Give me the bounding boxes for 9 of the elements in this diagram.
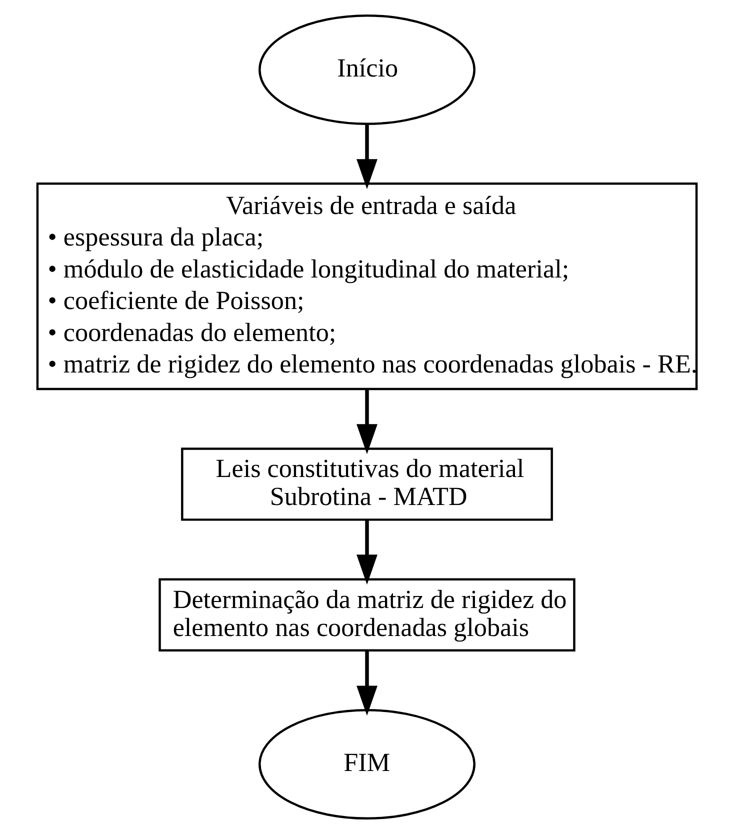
node-ellipse: Início	[258, 14, 475, 125]
arrow	[356, 520, 377, 585]
node-box: Variáveis de entrada e saída • espessura da placa; • módulo de elasticidade longitudinal do material; • coeficiente de Poisson; • coordenadas do elemento; • matriz de rigidez do elemento nas coordenadas globais - RE.	[36, 182, 698, 390]
arrow	[356, 124, 377, 190]
arrow	[356, 389, 377, 454]
arrow	[356, 650, 377, 716]
node-box: Determinação da matriz de rigidez do elemento nas coordenadas globais	[158, 578, 575, 652]
node-box: Leis constitutivas do material Subrotina - MATD	[180, 448, 552, 521]
node-ellipse: FIM	[258, 709, 475, 820]
